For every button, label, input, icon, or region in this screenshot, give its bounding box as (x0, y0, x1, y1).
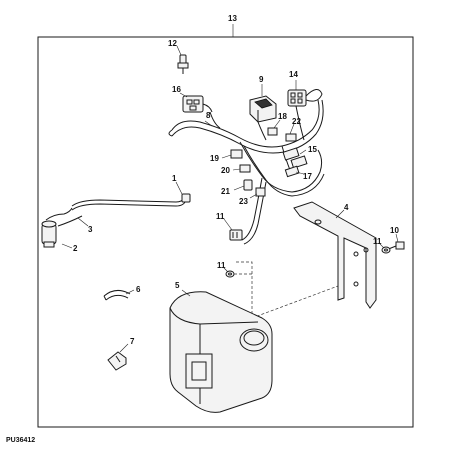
callout-2: 2 (73, 244, 78, 253)
part-2-washer-pump (41, 207, 73, 248)
part-9-rocker-switch (249, 95, 277, 123)
part-4-mounting-bracket (293, 201, 377, 309)
callout-12: 12 (168, 39, 177, 48)
part-18-connector (267, 127, 278, 136)
part-21-connector-block (182, 95, 213, 113)
callout-1: 1 (172, 174, 177, 183)
part-1-pump-cable (71, 193, 191, 211)
callout-16: 15 (308, 145, 317, 154)
callout-3: 3 (88, 225, 93, 234)
install-line-2 (251, 285, 339, 319)
part-16-connector-pair (282, 147, 308, 169)
part-11-nut-left (225, 270, 235, 278)
callout-23: 21 (221, 187, 230, 196)
callout-19: 19 (210, 154, 219, 163)
part-24-connector (255, 187, 266, 197)
callout-14: 11 (216, 212, 225, 221)
part-19-connector (230, 149, 243, 159)
part-3-hose (57, 215, 83, 227)
part-7-clip (107, 351, 127, 371)
figure-code: PU36412 (6, 437, 35, 444)
part-5-washer-reservoir (169, 291, 273, 413)
part-17-connector (284, 165, 300, 178)
install-line (236, 261, 253, 318)
assembly-frame (37, 36, 414, 428)
callout-8: 8 (206, 111, 211, 120)
part-20-connector (239, 164, 251, 173)
callout-5: 5 (175, 281, 180, 290)
callout-9: 9 (259, 75, 264, 84)
callout-13: 13 (228, 14, 237, 23)
callout-17: 17 (303, 172, 312, 181)
callout-15: 14 (289, 70, 298, 79)
callout-18: 18 (278, 112, 287, 121)
callout-10: 10 (390, 226, 399, 235)
part-14-end-connector (229, 229, 243, 241)
callout-20: 20 (221, 166, 230, 175)
callout-22: 22 (292, 117, 301, 126)
part-15-multi-pin-connector (287, 89, 323, 107)
callout-24: 23 (239, 197, 248, 206)
callout-21: 16 (172, 85, 181, 94)
callout-11-right: 11 (373, 237, 382, 246)
part-23-connector (243, 179, 253, 191)
callout-7: 7 (130, 337, 135, 346)
callout-11-left: 11 (217, 261, 226, 270)
part-6-grommet (103, 290, 131, 301)
part-22-connector (285, 133, 297, 142)
part-11-nut-right (381, 246, 391, 254)
callout-6: 6 (136, 285, 141, 294)
callout-4: 4 (344, 203, 349, 212)
part-12-connector-pin (177, 54, 189, 74)
